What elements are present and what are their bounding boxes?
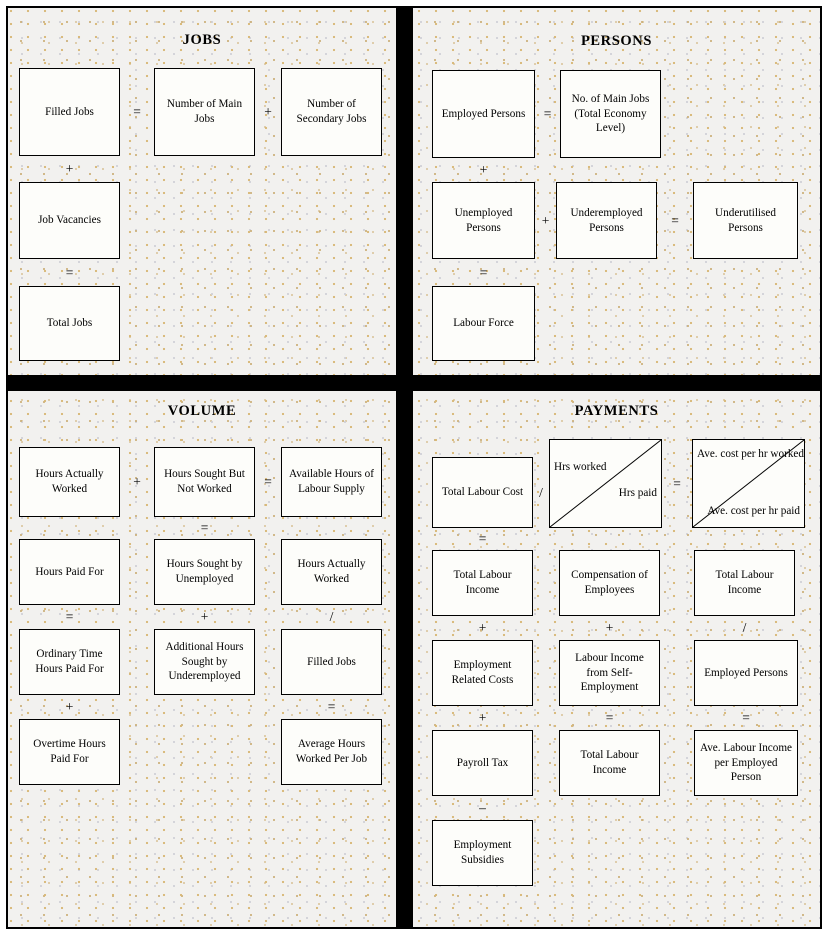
- operator-equals-2: =: [478, 531, 487, 547]
- box-employment-related-costs[interactable]: Employment Related Costs: [432, 640, 533, 706]
- operator-equals-2: =: [200, 520, 209, 536]
- box-unemployed-persons[interactable]: Unemployed Persons: [432, 182, 535, 259]
- label-ave-cost-per-hr-worked: Ave. cost per hr worked: [697, 448, 804, 460]
- operator-plus-3: +: [478, 710, 487, 726]
- horizontal-divider: [6, 375, 822, 391]
- box-payroll-tax[interactable]: Payroll Tax: [432, 730, 533, 796]
- box-total-labour-income-1[interactable]: Total Labour Income: [432, 550, 533, 616]
- quadrant-volume: VOLUME Hours Actually Worked + Hours Sou…: [8, 391, 396, 927]
- label-ave-cost-per-hr-paid: Ave. cost per hr paid: [707, 505, 800, 518]
- box-total-labour-income-2[interactable]: Total Labour Income: [694, 550, 795, 616]
- operator-equals-2: =: [65, 264, 74, 280]
- operator-plus-2: +: [200, 609, 209, 625]
- box-labour-income-from-self-employment[interactable]: Labour Income from Self-Employment: [559, 640, 660, 706]
- box-total-labour-cost[interactable]: Total Labour Cost: [432, 457, 533, 528]
- box-underemployed-persons[interactable]: Underemployed Persons: [556, 182, 657, 259]
- operator-equals-3: =: [479, 264, 488, 280]
- box-filled-jobs[interactable]: Filled Jobs: [19, 68, 120, 156]
- box-available-hours-of-labour-supply[interactable]: Available Hours of Labour Supply: [281, 447, 382, 517]
- operator-equals-4: =: [327, 699, 336, 715]
- quadrant-title-jobs: JOBS: [182, 32, 222, 48]
- operator-plus-2: +: [65, 161, 74, 177]
- operator-equals-3: =: [605, 710, 614, 726]
- box-ave-cost-per-hour-split[interactable]: Ave. cost per hr worked Ave. cost per hr…: [692, 439, 805, 528]
- quadrant-payments: PAYMENTS Total Labour Cost / Hrs worked …: [413, 391, 820, 927]
- diagonal-divider-icon: [550, 440, 661, 527]
- box-employment-subsidies[interactable]: Employment Subsidies: [432, 820, 533, 886]
- box-ordinary-time-hours-paid-for[interactable]: Ordinary Time Hours Paid For: [19, 629, 120, 695]
- box-ave-labour-income-per-employed-person[interactable]: Ave. Labour Income per Employed Person: [694, 730, 798, 796]
- operator-equals-3: =: [65, 609, 74, 625]
- operator-slash-1: /: [329, 609, 334, 625]
- box-hours-worked-paid-split[interactable]: Hrs worked Hrs paid: [549, 439, 662, 528]
- operator-plus-1: +: [478, 620, 487, 636]
- operator-plus-2: +: [605, 620, 614, 636]
- operator-plus-1: +: [264, 104, 272, 120]
- box-total-labour-income-3[interactable]: Total Labour Income: [559, 730, 660, 796]
- box-hours-sought-but-not-worked[interactable]: Hours Sought But Not Worked: [154, 447, 255, 517]
- box-hours-actually-worked-2[interactable]: Hours Actually Worked: [281, 539, 382, 605]
- operator-plus-1: +: [479, 162, 488, 178]
- quadrant-title-persons: PERSONS: [580, 33, 653, 49]
- box-overtime-hours-paid-for[interactable]: Overtime Hours Paid For: [19, 719, 120, 785]
- operator-equals-1: =: [543, 106, 552, 122]
- box-job-vacancies[interactable]: Job Vacancies: [19, 182, 120, 259]
- box-total-jobs[interactable]: Total Jobs: [19, 286, 120, 361]
- quadrant-jobs: JOBS Filled Jobs = Number of Main Jobs +…: [8, 8, 396, 375]
- box-employed-persons[interactable]: Employed Persons: [694, 640, 798, 706]
- box-employed-persons[interactable]: Employed Persons: [432, 70, 535, 158]
- box-number-of-main-jobs[interactable]: Number of Main Jobs: [154, 68, 255, 156]
- box-filled-jobs[interactable]: Filled Jobs: [281, 629, 382, 695]
- operator-plus-2: +: [541, 212, 550, 228]
- operator-equals-1: =: [673, 475, 681, 491]
- box-number-of-secondary-jobs[interactable]: Number of Secondary Jobs: [281, 68, 382, 156]
- quadrant-title-payments: PAYMENTS: [574, 403, 659, 419]
- box-average-hours-worked-per-job[interactable]: Average Hours Worked Per Job: [281, 719, 382, 785]
- label-hrs-paid: Hrs paid: [618, 487, 657, 500]
- box-labour-force[interactable]: Labour Force: [432, 286, 535, 361]
- quadrant-title-volume: VOLUME: [167, 403, 237, 419]
- operator-equals-1: =: [264, 474, 272, 490]
- operator-slash-2: /: [742, 620, 747, 636]
- box-hours-actually-worked-1[interactable]: Hours Actually Worked: [19, 447, 120, 517]
- box-hours-sought-by-unemployed[interactable]: Hours Sought by Unemployed: [154, 539, 255, 605]
- box-underutilised-persons[interactable]: Underutilised Persons: [693, 182, 798, 259]
- operator-equals-2: =: [671, 212, 679, 228]
- operator-plus-1: +: [133, 474, 141, 490]
- diagram-frame: [6, 6, 822, 929]
- box-compensation-of-employees[interactable]: Compensation of Employees: [559, 550, 660, 616]
- vertical-divider: [396, 6, 413, 929]
- box-hours-paid-for[interactable]: Hours Paid For: [19, 539, 120, 605]
- operator-equals-1: =: [133, 104, 141, 120]
- box-additional-hours-sought-by-underemployed[interactable]: Additional Hours Sought by Underemployed: [154, 629, 255, 695]
- quadrant-persons: PERSONS Employed Persons = No. of Main J…: [413, 8, 820, 375]
- operator-slash-1: /: [539, 484, 543, 500]
- operator-minus-1: –: [479, 800, 486, 816]
- operator-plus-3: +: [65, 699, 74, 715]
- box-no-of-main-jobs-total-economy[interactable]: No. of Main Jobs (Total Economy Level): [560, 70, 661, 158]
- label-hrs-worked: Hrs worked: [554, 461, 607, 473]
- operator-equals-4: =: [742, 710, 750, 726]
